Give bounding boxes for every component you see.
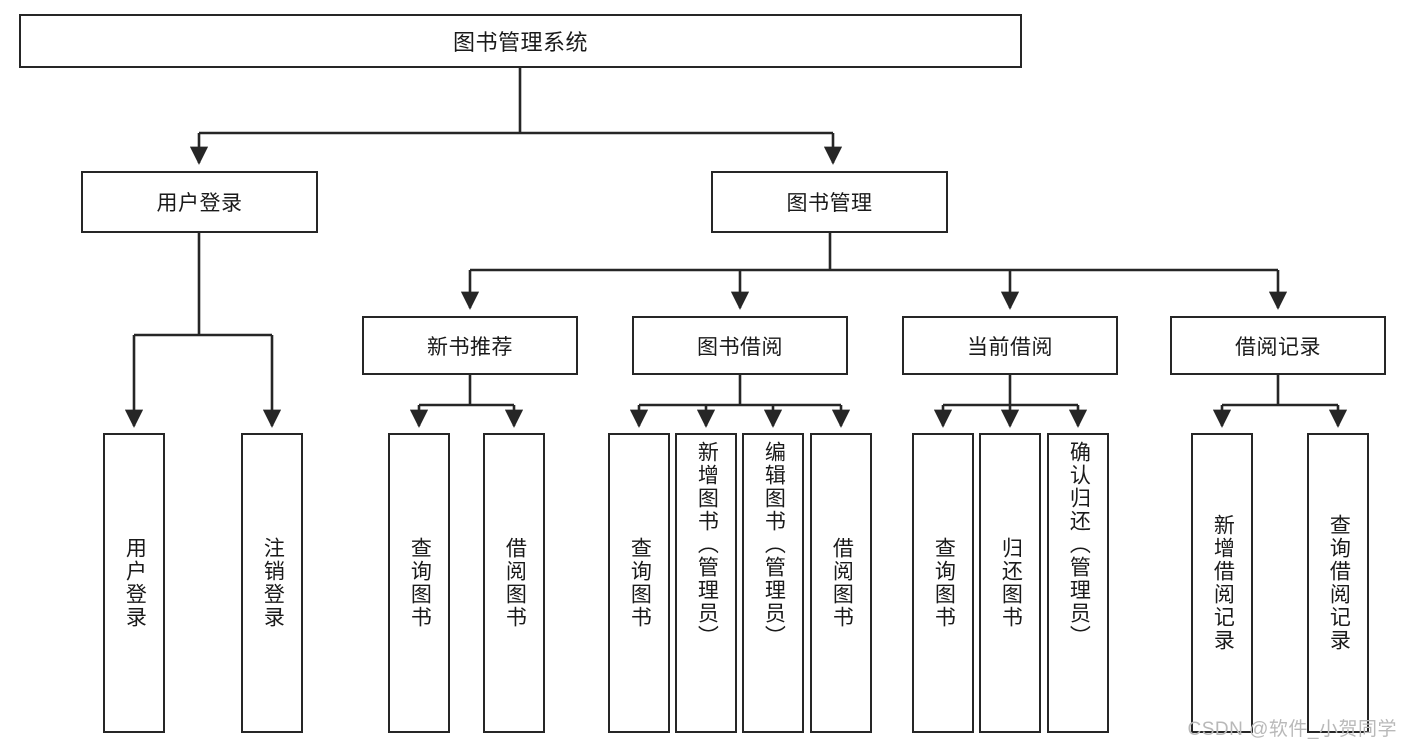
node-borrow-record[interactable]: 借阅记录 — [1170, 316, 1386, 375]
leaf-label: 查询图书 — [932, 537, 956, 629]
node-label: 图书管理 — [786, 192, 873, 215]
leaf-label: 查询图书 — [408, 537, 432, 629]
csdn-watermark: CSDN @软件_小贺同学 — [1187, 719, 1397, 740]
node-label: 新书推荐 — [427, 335, 513, 359]
leaf-label: 确认归还（管理员） — [1067, 441, 1091, 648]
leaf-user-login-login[interactable]: 用户登录 — [103, 433, 165, 733]
leaf-label: 借阅图书 — [830, 537, 854, 629]
leaf-label: 注销登录 — [261, 537, 285, 629]
node-label: 图书借阅 — [697, 335, 783, 359]
leaf-borrow-record-add-record[interactable]: 新增借阅记录 — [1191, 433, 1253, 733]
node-label: 当前借阅 — [967, 335, 1053, 359]
leaf-new-book-query-book[interactable]: 查询图书 — [388, 433, 450, 733]
leaf-label: 编辑图书（管理员） — [762, 441, 786, 648]
leaf-label: 借阅图书 — [503, 537, 527, 629]
leaf-label: 新增借阅记录 — [1211, 514, 1235, 652]
node-root-book-management-system[interactable]: 图书管理系统 — [19, 14, 1022, 68]
node-label: 用户登录 — [156, 192, 243, 215]
leaf-new-book-borrow-book[interactable]: 借阅图书 — [483, 433, 545, 733]
leaf-label: 查询图书 — [628, 537, 652, 629]
leaf-book-borrow-query-book[interactable]: 查询图书 — [608, 433, 670, 733]
node-new-book-recommend[interactable]: 新书推荐 — [362, 316, 578, 375]
leaf-borrow-record-query-record[interactable]: 查询借阅记录 — [1307, 433, 1369, 733]
leaf-label: 查询借阅记录 — [1327, 514, 1351, 652]
leaf-book-borrow-edit-book-admin[interactable]: 编辑图书（管理员） — [742, 433, 804, 733]
node-current-borrow[interactable]: 当前借阅 — [902, 316, 1118, 375]
leaf-book-borrow-add-book-admin[interactable]: 新增图书（管理员） — [675, 433, 737, 733]
leaf-current-borrow-return-book[interactable]: 归还图书 — [979, 433, 1041, 733]
node-label: 图书管理系统 — [452, 30, 588, 55]
leaf-book-borrow-borrow-book[interactable]: 借阅图书 — [810, 433, 872, 733]
node-book-management[interactable]: 图书管理 — [711, 171, 948, 233]
node-label: 借阅记录 — [1235, 335, 1321, 359]
leaf-label: 新增图书（管理员） — [695, 441, 719, 648]
leaf-current-borrow-query-book[interactable]: 查询图书 — [912, 433, 974, 733]
node-user-login[interactable]: 用户登录 — [81, 171, 318, 233]
leaf-user-login-logout[interactable]: 注销登录 — [241, 433, 303, 733]
leaf-label: 用户登录 — [123, 537, 147, 629]
node-book-borrow[interactable]: 图书借阅 — [632, 316, 848, 375]
leaf-label: 归还图书 — [999, 537, 1023, 629]
leaf-current-borrow-confirm-return-admin[interactable]: 确认归还（管理员） — [1047, 433, 1109, 733]
